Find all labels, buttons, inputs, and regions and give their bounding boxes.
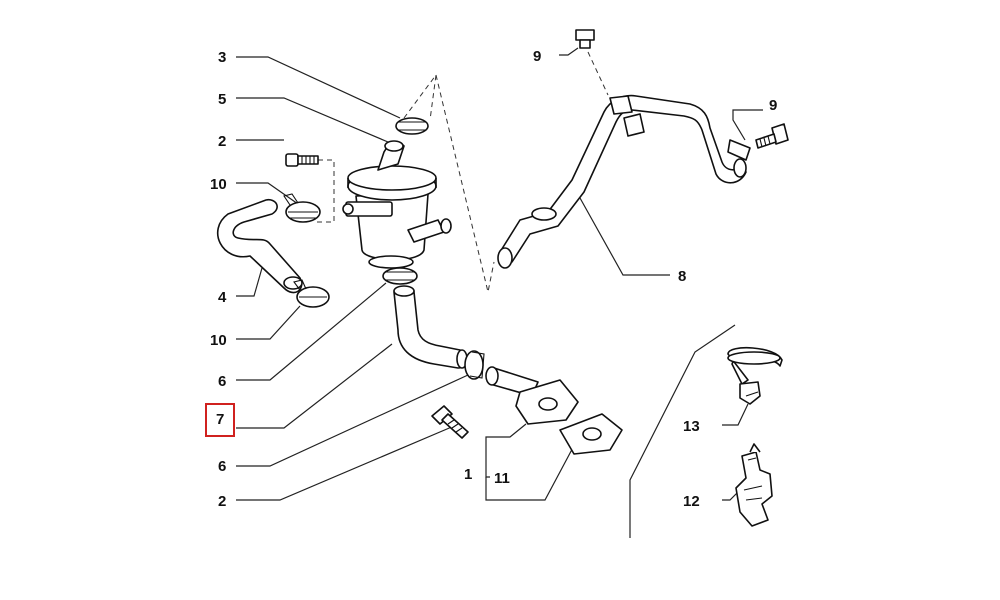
- leader-lines: [236, 47, 763, 538]
- callout-6-lower: 6: [218, 458, 226, 475]
- clamp-part-10-upper: [283, 193, 321, 223]
- callout-9-upper: 9: [533, 48, 541, 65]
- callout-3: 3: [218, 49, 226, 66]
- callout-12: 12: [683, 493, 700, 510]
- callout-2-upper: 2: [218, 133, 226, 150]
- gasket-part-11: [559, 413, 623, 455]
- callout-7: 7: [216, 411, 224, 428]
- clamp-part-10-lower: [293, 279, 330, 308]
- callout-9-right: 9: [769, 97, 777, 114]
- callout-2-lower: 2: [218, 493, 226, 510]
- bolt-part-9-right: [755, 123, 789, 149]
- elbow-fitting-part-5: [377, 140, 405, 171]
- hose-part-7: [393, 285, 468, 369]
- callout-13: 13: [683, 418, 700, 435]
- holder-clip-part-12: [735, 443, 773, 527]
- highlight-box-callout-7: [205, 403, 235, 437]
- clamp-under-canister: [382, 267, 418, 285]
- callout-1: 1: [464, 466, 472, 483]
- assembly-dash-lines: [316, 51, 609, 293]
- callout-10-upper: 10: [210, 176, 227, 193]
- band-clip-part-13: [727, 346, 783, 405]
- bolt-part-2-upper: [285, 153, 319, 167]
- clamp-part-3: [395, 117, 429, 135]
- oil-separator-canister: [342, 165, 452, 269]
- callout-numbers: 3 5 2 10 4 10 6 7 6 2 1 11 9 9 8 13 12: [210, 48, 777, 510]
- callout-6-upper: 6: [218, 373, 226, 390]
- callout-10-lower: 10: [210, 332, 227, 349]
- callout-5: 5: [218, 91, 226, 108]
- pipe-part-8: [497, 94, 751, 269]
- bolt-part-9-upper: [575, 29, 595, 49]
- clamp-part-6-lower: [464, 350, 485, 380]
- callout-11: 11: [494, 470, 510, 487]
- bolt-part-2-lower: [431, 405, 469, 439]
- pipe-fitting-part-1: [485, 366, 579, 425]
- callout-4: 4: [218, 289, 227, 306]
- callout-8: 8: [678, 268, 686, 285]
